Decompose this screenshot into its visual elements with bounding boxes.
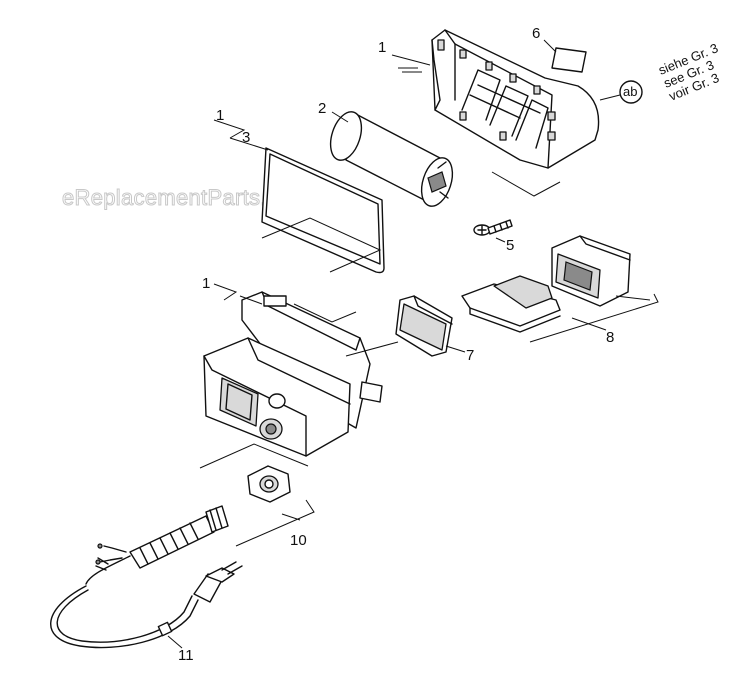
- leader-2: [331, 111, 349, 123]
- callout-1b: 1: [216, 107, 224, 124]
- part-switch-cover: [395, 295, 453, 357]
- part-strain-relief: [129, 505, 229, 569]
- reference-text: siehe Gr. 3 see Gr. 3 voir Gr. 3: [656, 40, 721, 103]
- callout-10: 10: [290, 532, 307, 549]
- callout-8: 8: [606, 329, 614, 346]
- part-gasket: [261, 147, 385, 274]
- leader-6: [543, 39, 557, 53]
- bracket-3: [261, 217, 382, 273]
- leader-8: [571, 317, 607, 331]
- reference-badge: [619, 80, 643, 104]
- part-nut: [247, 465, 291, 503]
- leader-1a: [391, 54, 431, 66]
- bracket-10: [235, 499, 315, 547]
- leader-3: [213, 119, 269, 151]
- part-screw: [473, 219, 513, 236]
- bracket-1a: [398, 67, 422, 73]
- callout-3: 3: [242, 129, 250, 146]
- leader-1c: [213, 283, 263, 305]
- bracket-8: [529, 293, 659, 343]
- bracket-5: [491, 171, 561, 197]
- callout-11: 11: [178, 647, 194, 664]
- callout-5: 5: [506, 237, 514, 254]
- part-front-housing: [203, 291, 383, 457]
- leader-5: [495, 237, 506, 243]
- callout-1c: 1: [202, 275, 210, 292]
- callout-1a: 1: [378, 39, 386, 56]
- leader-11: [167, 635, 183, 649]
- part-power-cord: [50, 543, 243, 649]
- reference-badge-label: ab: [623, 84, 637, 99]
- bracket-1c: [293, 303, 357, 323]
- part-rocker-switch: [461, 235, 631, 333]
- part-label-plate: [551, 47, 587, 73]
- bracket-nut: [199, 443, 309, 469]
- part-capacitor: [329, 111, 454, 207]
- leader-ref: [599, 94, 621, 101]
- callout-6: 6: [532, 25, 540, 42]
- callout-2: 2: [318, 100, 326, 117]
- callout-7: 7: [466, 347, 474, 364]
- bracket-7: [345, 341, 399, 357]
- part-rear-cover: [431, 29, 600, 169]
- leader-7: [445, 345, 466, 353]
